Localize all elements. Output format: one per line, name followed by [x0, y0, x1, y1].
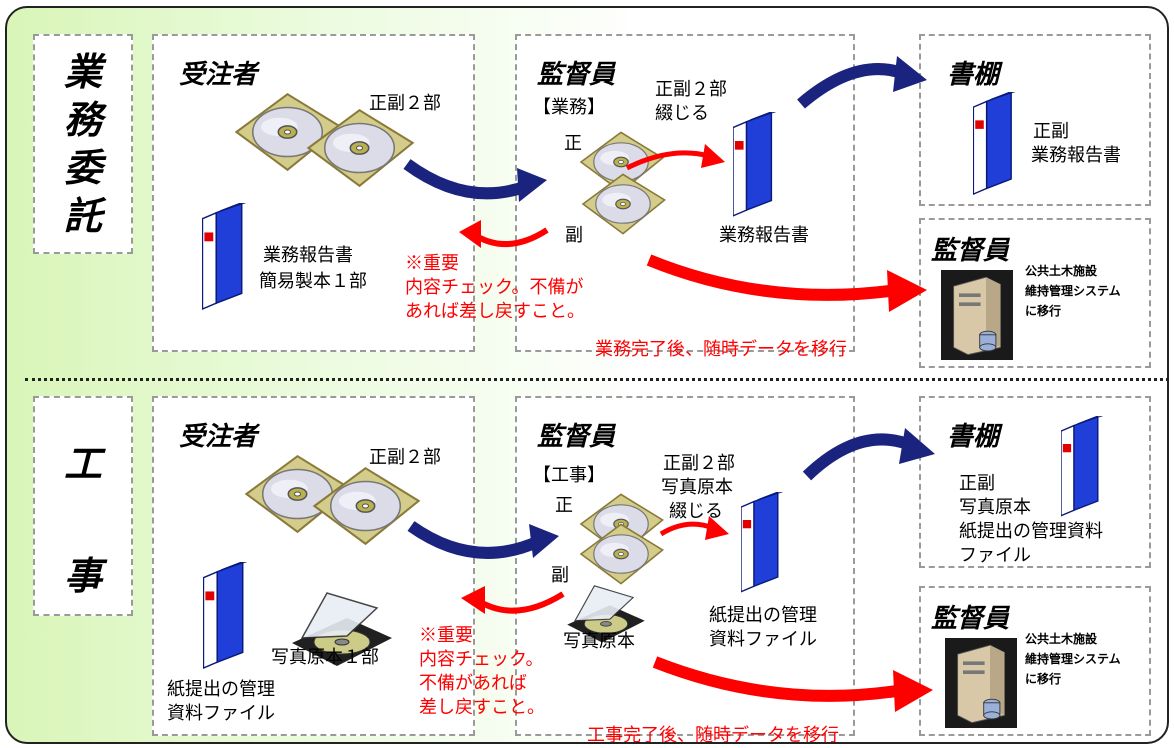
- arrow-head: [461, 586, 485, 614]
- arrow-head: [529, 524, 559, 558]
- shelf-box-kouji: [919, 396, 1151, 568]
- label-char: 事: [63, 554, 102, 598]
- curved-arrow-icon: [407, 521, 540, 559]
- bind-label: 正副２部: [655, 79, 727, 100]
- important-note: 差し戻すこと。: [419, 697, 545, 718]
- label-char: 業: [63, 50, 102, 94]
- arrow-head: [893, 670, 933, 712]
- shelf-label: 正副: [1033, 121, 1069, 142]
- important-note: 内容チェック。: [419, 649, 544, 670]
- bind-label: 綴じる: [655, 103, 709, 124]
- shelf-heading: 書棚: [947, 60, 1000, 90]
- report-label: 業務報告書: [263, 245, 353, 266]
- arrow-head: [887, 270, 927, 312]
- bind-label: 正副２部: [663, 453, 735, 474]
- shelf-box-gyomu: [919, 34, 1151, 206]
- arrow-head: [893, 56, 927, 92]
- inspector-heading: 監督員: [537, 422, 616, 452]
- system-label: 公共土木施設: [1025, 632, 1098, 646]
- label-box-gyomu: [33, 34, 133, 254]
- system-label: 維持管理システム: [1025, 284, 1121, 298]
- flow-arrows-kouji: [407, 428, 935, 712]
- shelf-label: 正副: [959, 473, 995, 494]
- curved-arrow-icon: [797, 63, 908, 109]
- migrate-label: 工事完了後、随時データを移行: [587, 725, 839, 744]
- label-char: 託: [63, 194, 102, 238]
- shelf-label: 写真原本: [959, 497, 1031, 518]
- file-label: 紙提出の管理: [167, 679, 275, 700]
- sei-label: 正: [555, 495, 573, 516]
- fuku-label: 副: [565, 225, 583, 246]
- arrow-head: [459, 220, 481, 248]
- arrow-head: [705, 516, 729, 540]
- copies-label: 正副２部: [369, 93, 441, 114]
- curved-arrow-icon: [471, 227, 549, 247]
- contractor-heading: 受注者: [179, 422, 258, 452]
- label-box-kouji: [33, 396, 133, 616]
- sei-label: 正: [564, 133, 582, 154]
- report-label: 業務報告書: [719, 225, 809, 246]
- flow-arrows-gyomu: [403, 56, 927, 312]
- label-char: 務: [63, 98, 102, 142]
- important-note: ※重要: [419, 625, 473, 646]
- system-heading: 監督員: [931, 604, 1010, 634]
- important-note: 不備があれば: [419, 673, 527, 694]
- label-char: 委: [63, 146, 102, 190]
- curved-arrow-icon: [659, 521, 714, 537]
- photo-label: 写真原本: [563, 631, 635, 652]
- work-type-label: 【業務】: [533, 97, 605, 118]
- shelf-label: ファイル: [959, 545, 1031, 566]
- curved-arrow-icon: [475, 591, 565, 614]
- label-char: 工: [63, 442, 102, 486]
- inspector-heading: 監督員: [537, 60, 616, 90]
- inspector-box-kouji: [515, 396, 855, 736]
- curved-arrow-icon: [802, 433, 916, 481]
- important-note: 内容チェック。不備が: [405, 277, 584, 298]
- diagram-frame: 業 務 委 託 受注者 正副２部 業務報告書 簡易製本１部 監督員 正副２部 綴…: [5, 6, 1169, 744]
- section-label-kouji: 工 事: [33, 408, 133, 632]
- shelf-label: 紙提出の管理資料: [959, 521, 1103, 542]
- shelf-heading: 書棚: [947, 422, 1000, 452]
- file-label: 資料ファイル: [709, 629, 817, 650]
- contractor-box-gyomu: [152, 34, 475, 352]
- contractor-heading: 受注者: [179, 60, 258, 90]
- photo-label: 写真原本１部: [271, 647, 379, 668]
- arrow-head: [517, 168, 547, 202]
- system-label: 維持管理システム: [1025, 652, 1121, 666]
- section-label-gyomu: 業 務 委 託: [33, 48, 133, 240]
- system-label: に移行: [1025, 672, 1062, 686]
- bind-label: 写真原本: [661, 477, 733, 498]
- important-note: あれば差し戻すこと。: [405, 301, 585, 322]
- system-label: に移行: [1025, 304, 1062, 318]
- fuku-label: 副: [551, 565, 569, 586]
- arrow-head: [701, 144, 725, 168]
- curved-arrow-icon: [646, 254, 898, 301]
- migrate-label: 業務完了後、随時データを移行: [595, 339, 847, 360]
- curved-arrow-icon: [403, 159, 530, 200]
- curved-arrow-icon: [625, 150, 710, 171]
- important-note: ※重要: [405, 253, 459, 274]
- arrow-head: [899, 428, 935, 464]
- report-label: 簡易製本１部: [259, 271, 367, 292]
- work-type-label: 【工事】: [533, 465, 605, 486]
- curved-arrow-icon: [652, 656, 904, 702]
- system-heading: 監督員: [931, 236, 1010, 266]
- system-label: 公共土木施設: [1025, 264, 1098, 278]
- file-label: 資料ファイル: [167, 703, 275, 724]
- section-divider: [25, 378, 1167, 381]
- copies-label: 正副２部: [369, 447, 441, 468]
- file-label: 紙提出の管理: [709, 605, 817, 626]
- contractor-box-kouji: [152, 396, 475, 736]
- shelf-label: 業務報告書: [1031, 145, 1121, 166]
